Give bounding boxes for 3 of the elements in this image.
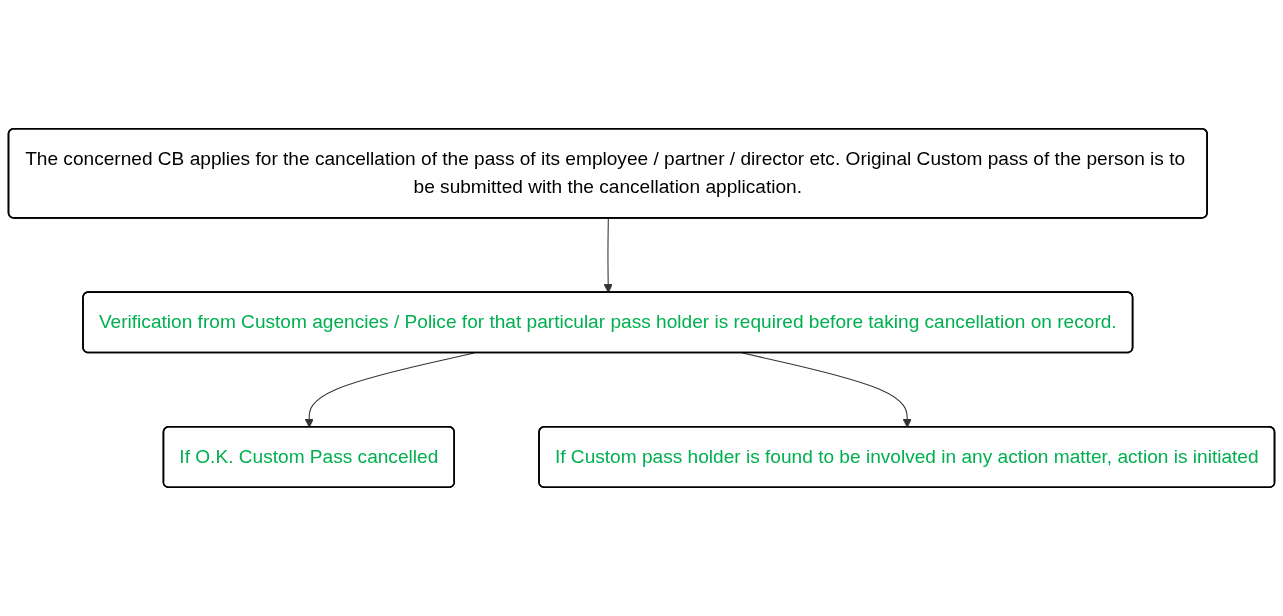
arrow	[742, 352, 912, 428]
arrow	[603, 217, 613, 294]
arrow	[304, 352, 475, 428]
